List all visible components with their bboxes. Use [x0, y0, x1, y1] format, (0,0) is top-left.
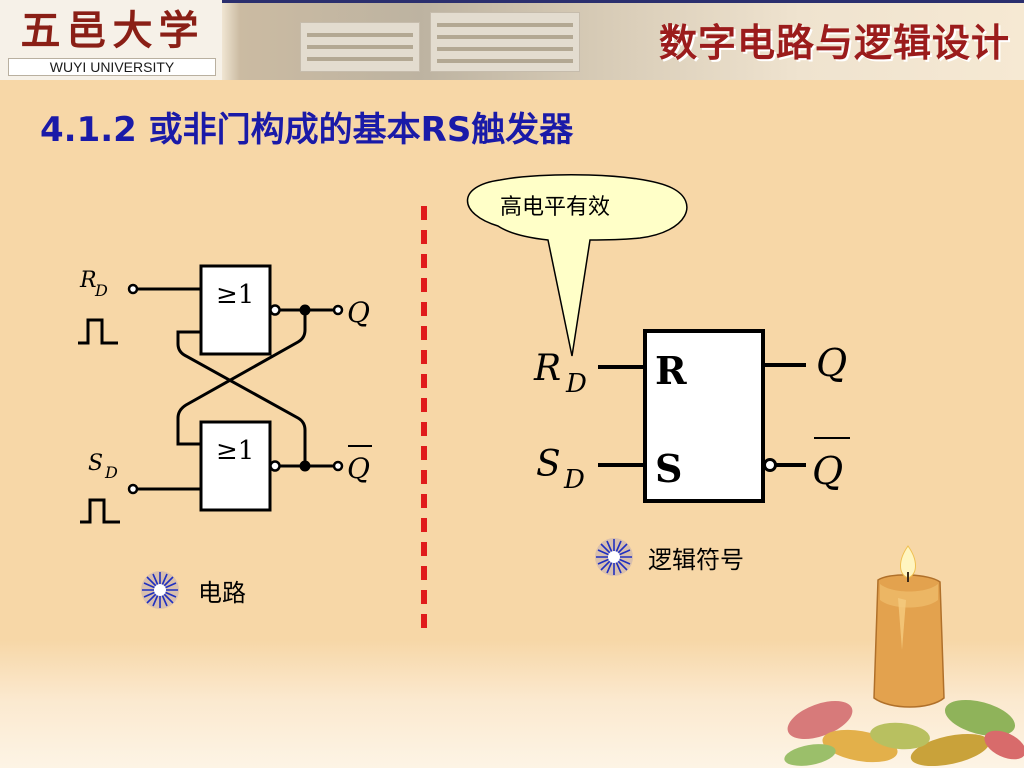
gate-bottom-bubble [269, 460, 281, 472]
logo-en-bar [8, 58, 216, 76]
q-terminal [332, 304, 344, 316]
building-decoration [430, 12, 580, 72]
circuit-caption: 电路 [198, 579, 246, 607]
gate-top-bubble [269, 304, 281, 316]
circuit-q-label: Q [347, 296, 370, 329]
pulse-r-icon [78, 318, 118, 345]
input-r-terminal [127, 283, 139, 295]
header-rule [220, 0, 1024, 3]
input-s-terminal [127, 483, 139, 495]
circuit-s-sub: D [104, 463, 118, 482]
circuit-qbar-label: Q [347, 452, 370, 485]
symbol-s-main: S [536, 444, 561, 485]
circuit-r-sub: D [94, 281, 108, 300]
leaves-decoration [784, 699, 1024, 767]
feedback-q-to-bottom [176, 310, 307, 446]
university-logo: 五邑大学 WUYI UNIVERSITY [0, 0, 222, 80]
slide-header: 五邑大学 WUYI UNIVERSITY 数字电路与逻辑设计 [0, 0, 1024, 80]
dashed-divider [421, 206, 427, 636]
building-decoration [300, 22, 420, 72]
circuit-s-main: S [88, 451, 103, 476]
nor-gate-bottom [199, 420, 272, 512]
callout-text: 高电平有效 [500, 195, 611, 220]
symbol-qbar-label: Q [812, 449, 843, 493]
nor-latch-circuit [78, 264, 344, 524]
symbol-caption: 逻辑符号 [648, 546, 744, 574]
gate-bottom-label: ≥1 [216, 436, 254, 466]
symbol-r-sub: D [565, 369, 587, 399]
symbol-q-label: Q [816, 341, 847, 385]
candle-decoration [780, 540, 1024, 768]
symbol-r-main: R [533, 348, 561, 389]
university-name-cn: 五邑大学 [20, 7, 205, 54]
course-title: 数字电路与逻辑设计 [658, 21, 1010, 65]
university-name-en: WUYI UNIVERSITY [49, 59, 175, 75]
candle-icon [784, 545, 1024, 767]
callout-bubble [467, 174, 688, 357]
pulse-s-icon [80, 498, 120, 524]
symbol-s-sub: D [563, 465, 585, 495]
bullet-star-icon [141, 571, 179, 609]
circuit-r-main: R [79, 268, 97, 293]
qbar-terminal [332, 460, 344, 472]
slide-title: 4.1.2 或非门构成的基本RS触发器 [40, 110, 574, 150]
symbol-qbar-bubble [763, 458, 777, 472]
nor-gate-top [199, 264, 272, 356]
symbol-box [643, 329, 765, 503]
bullet-star-icon [595, 538, 633, 576]
symbol-box-s: S [655, 446, 682, 491]
rs-logic-symbol [598, 329, 806, 503]
gate-top-label: ≥1 [216, 280, 254, 310]
symbol-box-r: R [655, 348, 687, 393]
feedback-qbar-to-top [176, 330, 307, 466]
